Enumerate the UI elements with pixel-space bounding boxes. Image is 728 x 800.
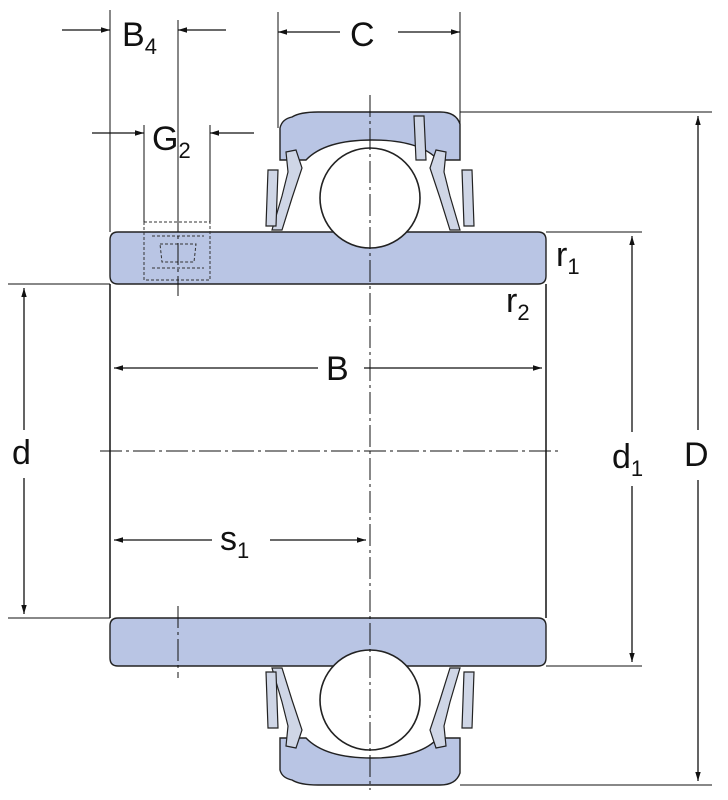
label-r2: r2 <box>506 282 530 325</box>
inner-ring-top <box>109 231 547 285</box>
seal-right-top <box>429 149 475 231</box>
label-d1: d1 <box>612 438 643 481</box>
label-r1: r1 <box>556 236 580 279</box>
label-d: d <box>12 434 31 472</box>
inner-ring-bottom <box>109 617 547 667</box>
label-b: B <box>326 350 349 388</box>
label-c: C <box>350 16 375 54</box>
label-D: D <box>684 436 709 474</box>
label-b4: B4 <box>122 16 157 59</box>
set-screw <box>143 210 211 296</box>
seal-left-bottom <box>265 667 303 749</box>
label-s1: s1 <box>220 520 249 563</box>
seal-right-bottom <box>429 667 475 749</box>
label-g2: G2 <box>152 120 191 163</box>
seal-left-top <box>265 149 303 231</box>
